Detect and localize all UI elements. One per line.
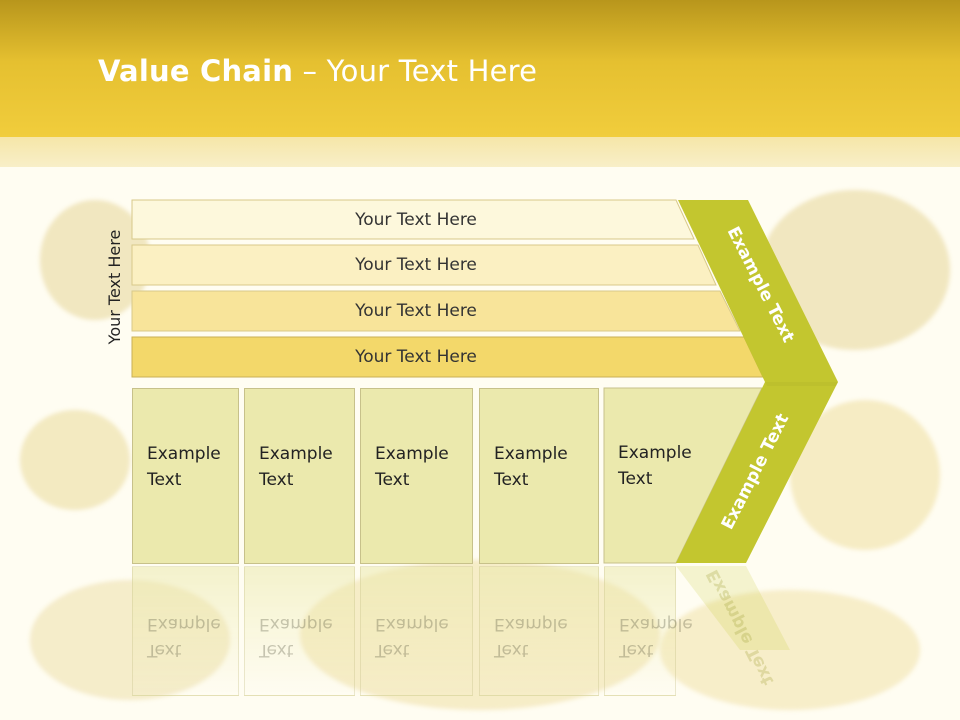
box-2-line2: Text: [259, 470, 294, 490]
title-rest: – Your Text Here: [293, 54, 538, 88]
header-band: [0, 0, 960, 137]
box-reflection-2: Text Example: [244, 566, 355, 696]
reflection-3-line1: Example: [375, 614, 449, 634]
box-2-line1: Example: [259, 444, 333, 464]
title-bold: Value Chain: [98, 54, 294, 88]
box-1-line2: Text: [147, 470, 182, 490]
bar-label-3: Your Text Here: [355, 301, 477, 321]
chevron-reflection: [676, 566, 790, 650]
box-5-line2: Text: [618, 469, 653, 489]
reflection-5-line1: Example: [619, 614, 693, 634]
reflection-3-line2: Text: [375, 640, 410, 660]
background-pasta-image: [660, 590, 920, 710]
box-5-line1: Example: [618, 443, 692, 463]
box-reflection-5: Text Example: [604, 566, 693, 696]
box-3-line2: Text: [375, 470, 410, 490]
vertical-label: Your Text Here: [105, 229, 124, 345]
reflection-2-line1: Example: [259, 614, 333, 634]
reflection-1-line2: Text: [147, 640, 182, 660]
box-1-line1: Example: [147, 444, 221, 464]
bar-label-1: Your Text Here: [355, 210, 477, 230]
bar-label-2: Your Text Here: [355, 255, 477, 275]
box-reflection-4: Text Example: [479, 566, 599, 696]
reflection-2-line2: Text: [259, 640, 294, 660]
header-strip: [0, 137, 960, 167]
bar-shape-1: [131, 199, 695, 240]
box-reflection-3: Text Example: [360, 566, 473, 696]
box-reflection-1: Text Example: [132, 566, 239, 696]
reflection-4-line1: Example: [494, 614, 568, 634]
bar-shape-3: [131, 290, 741, 332]
background-pasta-image: [20, 410, 130, 510]
slide-title: Value Chain – Your Text Here: [98, 54, 537, 88]
reflection-4-line2: Text: [494, 640, 529, 660]
reflection-5-line2: Text: [619, 640, 654, 660]
chevron-divider: [765, 382, 838, 386]
chevron-shape: [676, 200, 838, 563]
bar-shape-2: [131, 244, 717, 286]
box-4-line2: Text: [494, 470, 529, 490]
box-4-line1: Example: [494, 444, 568, 464]
box-3-line1: Example: [375, 444, 449, 464]
reflection-1-line1: Example: [147, 614, 221, 634]
bar-label-4: Your Text Here: [355, 347, 477, 367]
